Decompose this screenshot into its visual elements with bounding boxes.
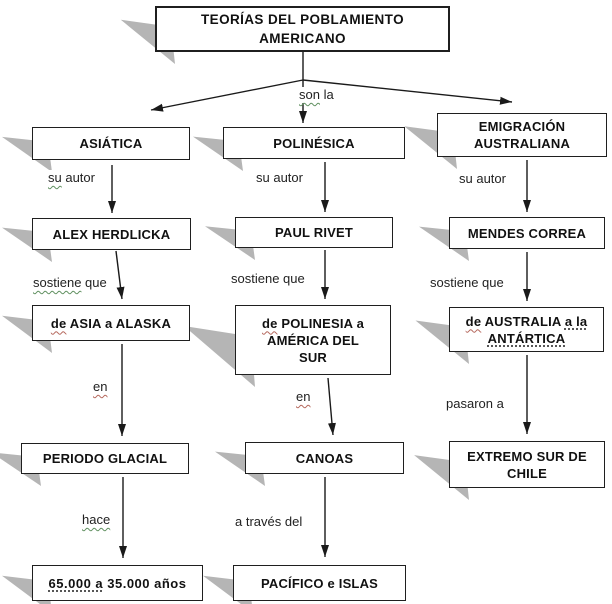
asia-alaska-text: de ASIA a ALASKA — [51, 315, 171, 332]
asia-alaska-de: de — [50, 315, 67, 331]
edge-label-a-traves-del: a través del — [233, 514, 305, 530]
son-word: son — [299, 87, 320, 102]
node-extremo-sur-chile: EXTREMO SUR DE CHILE — [449, 441, 605, 488]
node-title: TEORÍAS DEL POBLAMIENTO AMERICANO — [155, 6, 450, 52]
anos-rest: 35.000 años — [103, 575, 187, 591]
australia-mid: AUSTRALIA — [481, 313, 565, 329]
pacifico-text: PACÍFICO e ISLAS — [260, 575, 379, 591]
edge-label-sostiene-3: sostiene que — [428, 275, 506, 291]
edge-label-en-1: en — [91, 379, 110, 395]
polinesia-america-text: de POLINESIA a AMÉRICA DEL SUR — [262, 315, 364, 366]
polinesica-text: POLINÉSICA — [273, 135, 355, 151]
extremo-text: EXTREMO SUR DE CHILE — [467, 448, 587, 481]
canoas-text: CANOAS — [295, 450, 354, 466]
alex-text: ALEX HERDLICKA — [52, 226, 171, 242]
node-alex-herdlicka: ALEX HERDLICKA — [32, 218, 191, 250]
asiatica-text: ASIÁTICA — [79, 136, 143, 151]
node-asiatica: ASIÁTICA — [32, 127, 190, 160]
polinesia-de: de — [261, 315, 278, 331]
anos-text: 65.000 a 35.000 años — [49, 575, 187, 592]
su-word: su — [48, 170, 62, 185]
paul-text: PAUL RIVET — [274, 225, 354, 240]
edge-label-son-la: son la — [297, 87, 336, 103]
mendes-text: MENDES CORREA — [467, 225, 587, 241]
periodo-text: PERIODO GLACIAL — [42, 451, 168, 466]
su-rest: autor — [61, 170, 95, 185]
australia-ala: a la — [564, 313, 588, 329]
node-paul-rivet: PAUL RIVET — [235, 217, 393, 248]
edge-label-sostiene-2: sostiene que — [229, 271, 307, 287]
sostiene-rest: que — [81, 275, 107, 290]
node-canoas: CANOAS — [245, 442, 404, 474]
antartica-text: ANTÁRTICA — [487, 330, 566, 346]
node-mendes-correa: MENDES CORREA — [449, 217, 605, 249]
asia-alaska-rest: ASIA a ALASKA — [66, 315, 172, 331]
edge-label-hace: hace — [80, 512, 113, 528]
node-periodo-glacial: PERIODO GLACIAL — [21, 443, 189, 474]
arrow-alex-claim — [115, 250, 125, 300]
node-emigracion-australiana: EMIGRACIÓN AUSTRALIANA — [437, 113, 607, 157]
arrows — [108, 52, 531, 558]
title-text: TEORÍAS DEL POBLAMIENTO AMERICANO — [201, 12, 404, 46]
edge-label-pasaron-a: pasaron a — [444, 396, 506, 412]
son-rest: la — [319, 87, 334, 102]
arrow-to-emigracion — [302, 79, 513, 105]
edge-label-su-autor-2: su autor — [254, 170, 305, 186]
node-asia-alaska: de ASIA a ALASKA — [32, 305, 190, 341]
node-65000-35000-anos: 65.000 a 35.000 años — [32, 565, 203, 601]
australia-de: de — [465, 313, 482, 329]
arrow-to-asiatica — [150, 79, 304, 112]
edge-label-en-2: en — [294, 389, 313, 405]
edge-label-su-autor-1: su autor — [46, 170, 97, 186]
edge-label-sostiene-1: sostiene que — [31, 275, 109, 291]
node-pacifico-islas: PACÍFICO e ISLAS — [233, 565, 406, 601]
node-polinesia-america: de POLINESIA a AMÉRICA DEL SUR — [235, 305, 391, 375]
anos-marked: 65.000 a — [48, 575, 104, 591]
arrow-polinesia-canoas — [327, 377, 336, 436]
node-polinesica: POLINÉSICA — [223, 127, 405, 159]
edge-label-su-autor-3: su autor — [457, 171, 508, 187]
polinesia-rest: POLINESIA a AMÉRICA DEL SUR — [266, 315, 364, 365]
sostiene-word: sostiene — [33, 275, 82, 290]
emigracion-text: EMIGRACIÓN AUSTRALIANA — [473, 119, 571, 151]
